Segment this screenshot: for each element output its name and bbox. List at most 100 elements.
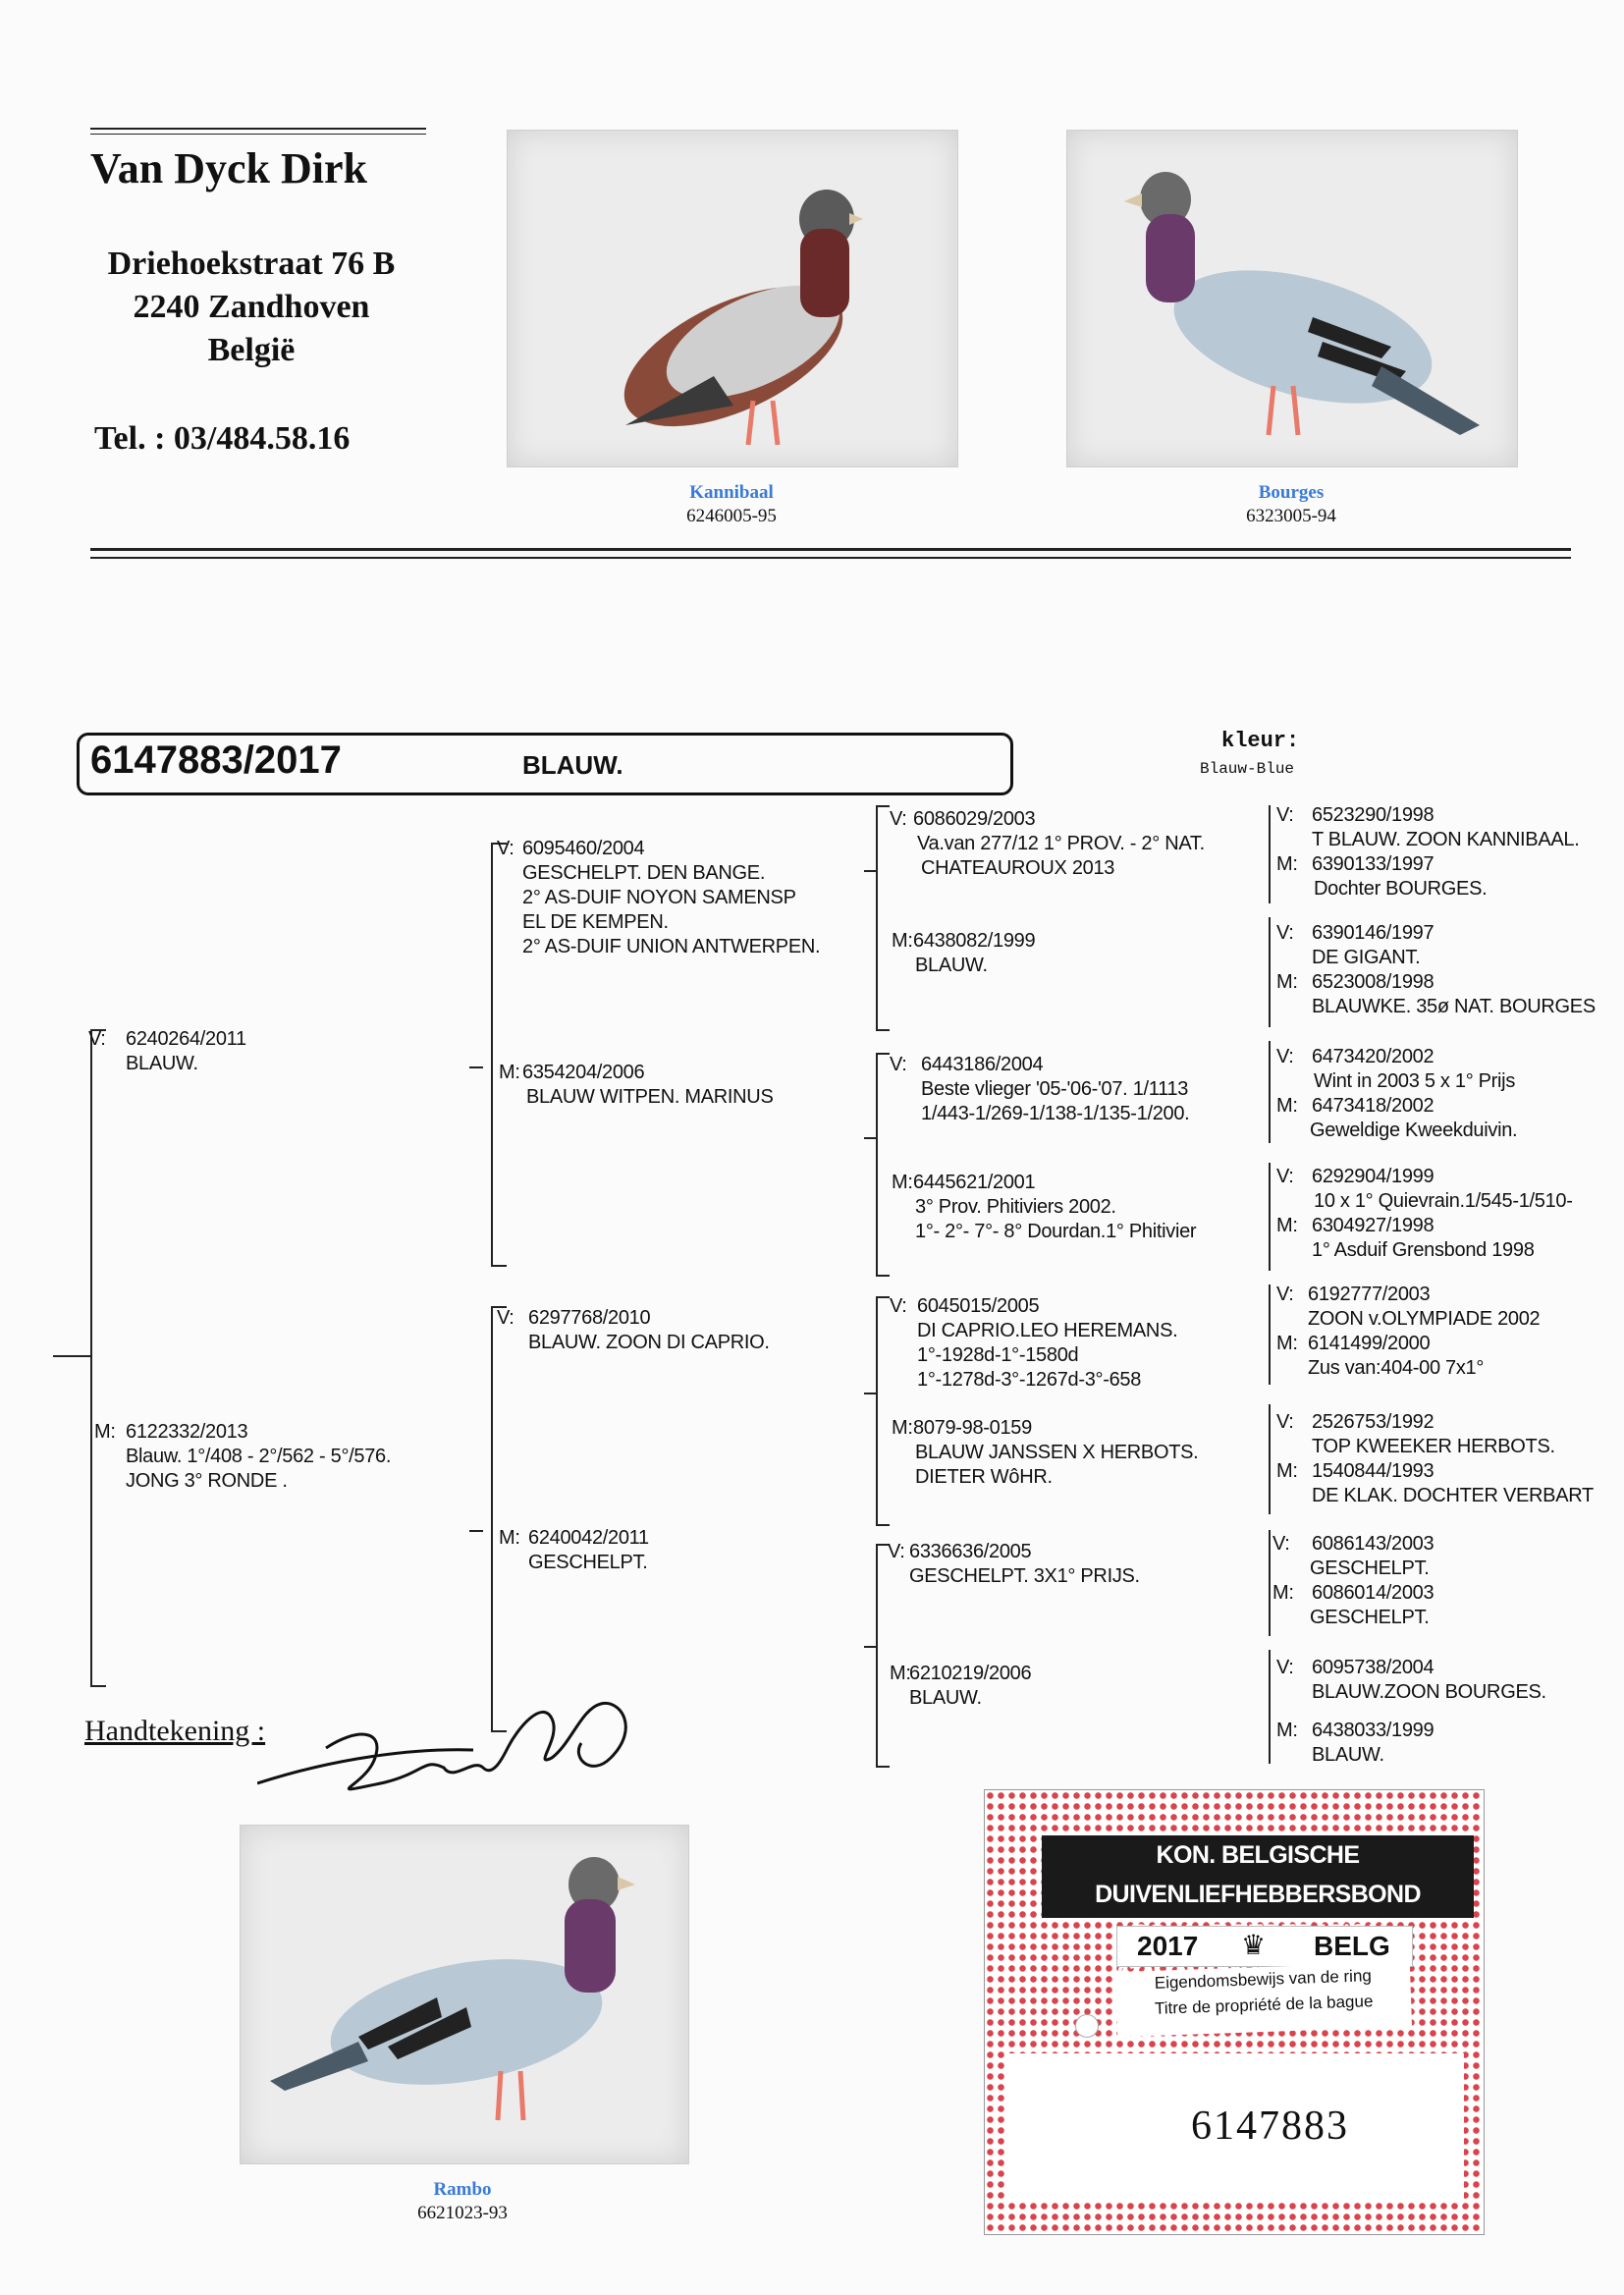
g3-6-ring: 6336636/2005 (909, 1541, 1032, 1562)
g3-4-ring: 6045015/2005 (917, 1295, 1040, 1317)
card-country: BELG (1314, 1931, 1390, 1961)
g4-3-m-label: M: (1276, 1215, 1298, 1236)
g1-sire-line: BLAUW. (126, 1053, 198, 1074)
g3-5-line-2: DIETER WôHR. (915, 1466, 1053, 1488)
g3-3-ring: 6445621/2001 (913, 1172, 1036, 1193)
g3-4-line-1: DI CAPRIO.LEO HEREMANS. (917, 1320, 1178, 1341)
g4-4-m-line: Zus van:404-00 7x1° (1308, 1357, 1485, 1379)
g4-0-m-line: Dochter BOURGES. (1314, 878, 1488, 900)
g4-2-m-line: Geweldige Kweekduivin. (1310, 1120, 1518, 1141)
g4-4-v-label: V: (1276, 1284, 1294, 1305)
g4-5-m-label: M: (1276, 1460, 1298, 1482)
pigeon-bourges-image (1124, 172, 1480, 436)
g4-2-v-label: V: (1276, 1046, 1294, 1067)
g1-sire-prefix: V: (88, 1028, 106, 1050)
photo-bourges (1066, 130, 1518, 467)
g4-7: V: 6095738/2004 BLAUW.ZOON BOURGES. M: 6… (1276, 1656, 1546, 1768)
g3-3: M: 6445621/2001 3° Prov. Phitiviers 2002… (892, 1171, 1197, 1244)
g4-3-m-ring: 6304927/1998 (1312, 1215, 1435, 1236)
g3-0-line-2: CHATEAUROUX 2013 (921, 857, 1115, 879)
color-value: Blauw-Blue (1200, 760, 1295, 778)
caption-bourges-ring: 6323005-94 (1246, 506, 1336, 526)
g3-7-line-1: BLAUW. (909, 1687, 982, 1709)
g4-1-v-line: DE GIGANT. (1312, 947, 1421, 968)
g1-dam-line-2: JONG 3° RONDE . (126, 1470, 288, 1492)
g3-4-line-3: 1°-1278d-3°-1267d-3°-658 (917, 1369, 1142, 1391)
g4-5-m-ring: 1540844/1993 (1312, 1460, 1435, 1482)
g4-6-m-ring: 6086014/2003 (1312, 1582, 1435, 1604)
g3-5: M: 8079-98-0159 BLAUW JANSSEN X HERBOTS.… (892, 1416, 1199, 1490)
g4-6-v-label: V: (1272, 1533, 1290, 1555)
g2-dd-prefix: M: (499, 1527, 520, 1549)
g4-3-v-label: V: (1276, 1166, 1294, 1187)
g3-2-line-2: 1/443-1/269-1/138-1/135-1/200. (921, 1103, 1190, 1124)
card-title-box: Eigendomsbewijs van de ring Titre de pro… (1114, 1961, 1413, 2038)
g4-7-m-line: BLAUW. (1312, 1744, 1384, 1766)
g3-5-prefix: M: (892, 1417, 913, 1439)
g4-6-v-line: GESCHELPT. (1310, 1557, 1430, 1579)
g3-3-prefix: M: (892, 1172, 913, 1193)
g4-7-v-label: V: (1276, 1657, 1294, 1678)
g4-5-v-ring: 2526753/1992 (1312, 1411, 1435, 1433)
g3-0-prefix: V: (890, 808, 907, 830)
g4-2-m-label: M: (1276, 1095, 1298, 1117)
g3-5-line-1: BLAUW JANSSEN X HERBOTS. (915, 1442, 1199, 1463)
g4-4-v-ring: 6192777/2003 (1308, 1284, 1431, 1305)
g2-dd-line-1: GESCHELPT. (528, 1552, 648, 1573)
g4-0: V: 6523290/1998 T BLAUW. ZOON KANNIBAAL.… (1276, 803, 1580, 902)
subject-ring: 6147883/2017 (90, 738, 342, 782)
g2-ss-prefix: V: (497, 838, 514, 859)
card-banner: KON. BELGISCHE DUIVENLIEFHEBBERSBOND ROY… (1042, 1835, 1474, 1987)
g3-4-prefix: V: (890, 1295, 907, 1317)
signature-scribble (257, 1702, 627, 1791)
g2-ss: V: 6095460/2004 GESCHELPT. DEN BANGE. 2°… (497, 837, 821, 959)
g3-0: V: 6086029/2003 Va.van 277/12 1° PROV. -… (890, 807, 1205, 881)
subject-color-short: BLAUW. (522, 750, 623, 780)
g1-sire-ring: 6240264/2011 (126, 1028, 246, 1050)
g4-1: V: 6390146/1997 DE GIGANT. M: 6523008/19… (1276, 921, 1596, 1019)
g4-1-m-ring: 6523008/1998 (1312, 971, 1435, 993)
ring-certificate-card: KON. BELGISCHE DUIVENLIEFHEBBERSBOND ROY… (984, 1789, 1485, 2235)
g4-6-v-ring: 6086143/2003 (1312, 1533, 1435, 1555)
g1-dam-line-1: Blauw. 1°/408 - 2°/562 - 5°/576. (126, 1446, 392, 1467)
pigeon-rambo-image (270, 1857, 635, 2121)
g4-0-m-ring: 6390133/1997 (1312, 853, 1435, 875)
g3-2-line-1: Beste vlieger '05-'06-'07. 1/1113 (921, 1078, 1189, 1100)
g2-ss-line-4: 2° AS-DUIF UNION ANTWERPEN. (522, 936, 821, 957)
g3-6: V: 6336636/2005 GESCHELPT. 3X1° PRIJS. (888, 1540, 1140, 1589)
g4-7-v-line: BLAUW.ZOON BOURGES. (1312, 1681, 1546, 1703)
g2-dd: M: 6240042/2011 GESCHELPT. (499, 1526, 649, 1575)
g1-dam-prefix: M: (94, 1421, 116, 1443)
photo-rambo (240, 1825, 689, 2164)
g4-1-v-ring: 6390146/1997 (1312, 922, 1435, 944)
g3-1-prefix: M: (892, 930, 913, 952)
g3-6-line-1: GESCHELPT. 3X1° PRIJS. (909, 1565, 1140, 1587)
g4-2-v-line: Wint in 2003 5 x 1° Prijs (1314, 1070, 1516, 1092)
caption-rambo: Rambo 6621023-93 (336, 2178, 589, 2225)
g4-4-m-ring: 6141499/2000 (1308, 1333, 1431, 1354)
g4-0-v-label: V: (1276, 804, 1294, 826)
g4-6-m-label: M: (1272, 1582, 1294, 1604)
g4-4-m-label: M: (1276, 1333, 1298, 1354)
pigeon-kannibaal-image (623, 190, 863, 446)
g4-3: V: 6292904/1999 10 x 1° Quievrain.1/545-… (1276, 1165, 1573, 1263)
g3-7: M: 6210219/2006 BLAUW. (890, 1662, 1032, 1711)
g4-1-v-label: V: (1276, 922, 1294, 944)
g4-2-m-ring: 6473418/2002 (1312, 1095, 1435, 1117)
g3-2-ring: 6443186/2004 (921, 1054, 1044, 1075)
g4-0-v-line: T BLAUW. ZOON KANNIBAAL. (1312, 829, 1580, 850)
g3-2: V: 6443186/2004 Beste vlieger '05-'06-'0… (890, 1053, 1190, 1126)
g4-5-v-label: V: (1276, 1411, 1294, 1433)
g2-ds-line-1: BLAUW. ZOON DI CAPRIO. (528, 1332, 770, 1353)
g4-5-v-line: TOP KWEEKER HERBOTS. (1312, 1436, 1555, 1457)
g3-2-prefix: V: (890, 1054, 907, 1075)
g4-7-v-ring: 6095738/2004 (1312, 1657, 1435, 1678)
caption-kannibaal-name: Kannibaal (689, 482, 774, 503)
g3-3-line-2: 1°- 2°- 7°- 8° Dourdan.1° Phitivier (915, 1221, 1197, 1242)
breeder-street: Driehoekstraat 76 B (107, 246, 396, 282)
g3-0-ring: 6086029/2003 (913, 808, 1036, 830)
g3-0-line-1: Va.van 277/12 1° PROV. - 2° NAT. (917, 833, 1205, 854)
g4-4: V: 6192777/2003 ZOON v.OLYMPIADE 2002 M:… (1276, 1283, 1541, 1381)
g2-ds-ring: 6297768/2010 (528, 1307, 651, 1329)
g3-4-line-2: 1°-1928d-1°-1580d (917, 1344, 1079, 1366)
